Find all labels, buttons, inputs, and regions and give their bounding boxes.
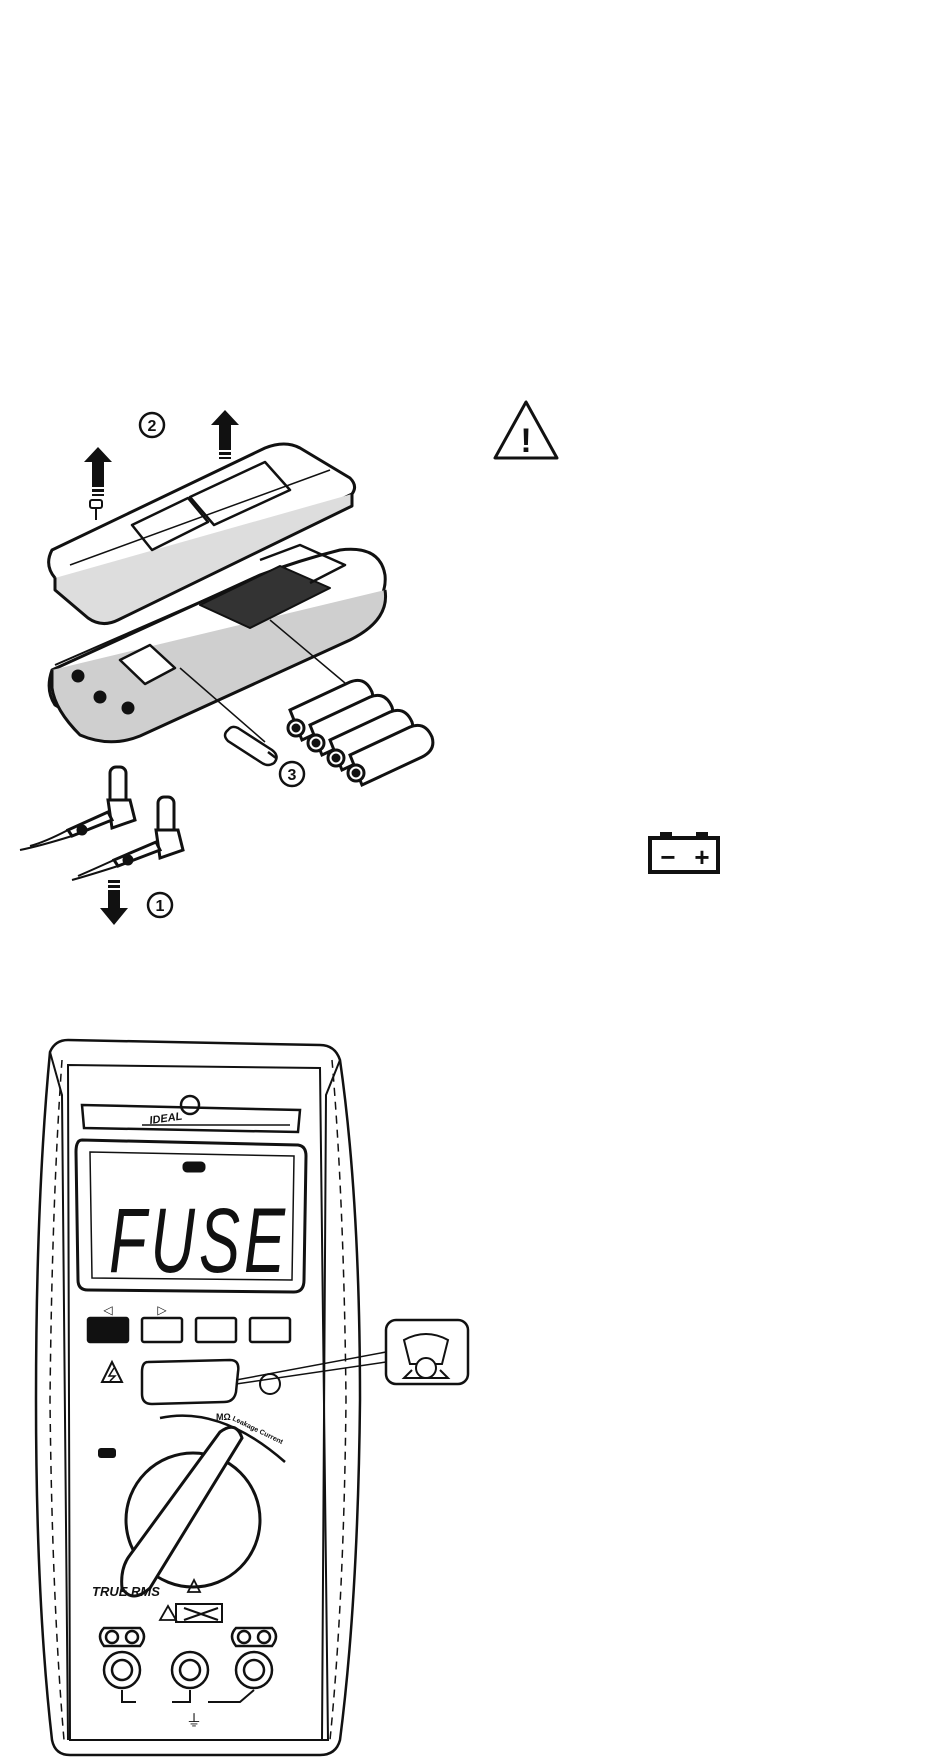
meter-front <box>36 1040 468 1755</box>
warning-exclamation: ! <box>520 422 531 460</box>
lcd-text: FUSE <box>109 1190 289 1292</box>
svg-text:2: 2 <box>148 418 157 435</box>
battery-minus: − <box>660 842 675 872</box>
function-button-1 <box>88 1318 128 1342</box>
up-arrow-icon <box>84 447 112 487</box>
dial-label-ohm: MΩ <box>216 1412 231 1422</box>
fuse-icon <box>225 727 277 765</box>
svg-text:3: 3 <box>288 767 297 784</box>
true-rms-label: TRUE RMS <box>92 1584 160 1599</box>
left-arrow-icon: ◁ <box>103 1303 113 1317</box>
step1-marker: 1 <box>148 893 172 917</box>
up-arrow-icon <box>211 410 239 450</box>
step2-marker: 2 <box>140 413 164 437</box>
step3-marker: 3 <box>280 762 304 786</box>
test-leads <box>20 767 183 880</box>
right-arrow-icon: ▷ <box>157 1303 167 1317</box>
down-arrow-icon <box>100 890 128 925</box>
batteries <box>288 680 433 785</box>
ground-icon: ⏚ <box>186 1712 202 1730</box>
battery-plus: + <box>694 842 709 872</box>
svg-text:1: 1 <box>156 898 165 915</box>
screw-icon <box>90 500 102 520</box>
step1-arrow <box>100 880 128 925</box>
